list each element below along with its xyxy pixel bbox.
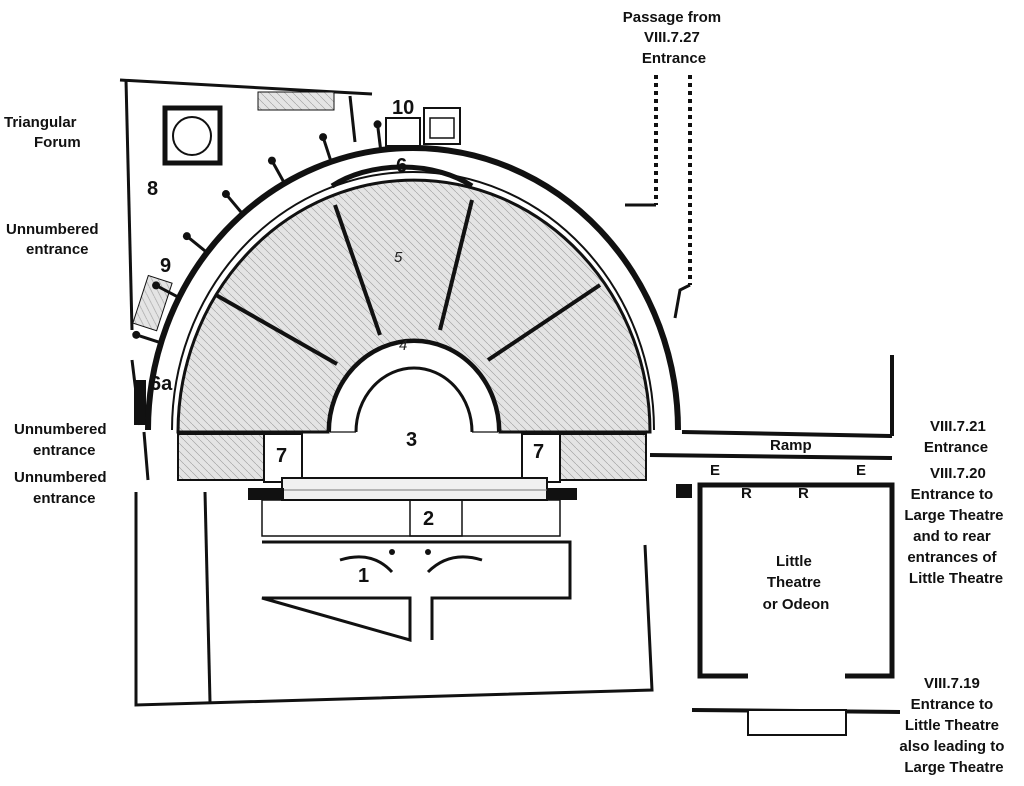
buttress-4 — [270, 159, 286, 185]
number-9: 9 — [160, 255, 171, 277]
buttress-2 — [185, 235, 209, 254]
label-e-left: E — [710, 462, 720, 479]
number-5: 5 — [394, 249, 403, 266]
number-8: 8 — [147, 178, 158, 200]
label-unnumbered-entrance-2: Unnumbered entrance — [14, 421, 111, 459]
buttress-head-6 — [373, 120, 382, 129]
number-7-right: 7 — [533, 441, 544, 463]
passage-dotted — [625, 75, 692, 319]
buttress-head-1 — [152, 281, 161, 290]
buttress-5 — [321, 136, 333, 163]
number-7-left: 7 — [276, 445, 287, 467]
stage-building — [248, 477, 577, 642]
label-r-left: R — [741, 485, 752, 502]
number-6a: 6a — [150, 373, 173, 395]
buttress-head-0 — [132, 330, 141, 339]
buttress-head-4 — [267, 156, 276, 165]
lower-seating — [177, 433, 647, 483]
buttress-head-5 — [319, 133, 328, 142]
structures-10 — [348, 95, 461, 147]
label-viii-7-21: VIII.7.21 Entrance — [924, 418, 990, 456]
label-e-right: E — [856, 462, 866, 479]
label-viii-7-19: VIII.7.19 Entrance to Little Theatre als… — [899, 675, 1008, 776]
label-unnumbered-entrance-3: Unnumbered entrance — [14, 469, 111, 507]
number-4: 4 — [399, 337, 407, 354]
number-10: 10 — [392, 97, 414, 119]
number-3: 3 — [406, 429, 417, 451]
label-unnumbered-entrance-1: Unnumbered entrance — [6, 221, 103, 258]
wall-6a — [134, 380, 146, 425]
buttress-head-2 — [182, 232, 191, 241]
label-passage: Passage from VIII.7.27 Entrance — [623, 9, 726, 67]
cavea-seating — [176, 164, 652, 434]
buttress-1 — [155, 284, 180, 299]
label-triangular-forum: Triangular Forum — [4, 114, 81, 151]
little-theatre — [691, 482, 901, 736]
number-2: 2 — [423, 508, 434, 530]
buttress-3 — [224, 193, 244, 215]
label-ramp: Ramp — [770, 437, 812, 454]
buttresses — [132, 120, 383, 345]
label-viii-7-20: VIII.7.20 Entrance to Large Theatre and … — [904, 465, 1007, 587]
label-r-right: R — [798, 485, 809, 502]
buttress-0 — [135, 333, 162, 345]
number-1: 1 — [358, 565, 369, 587]
label-little-theatre: Little Theatre or Odeon — [763, 553, 830, 613]
buttress-head-3 — [221, 190, 230, 199]
outer-building — [134, 431, 654, 707]
forum-basin — [162, 105, 223, 166]
number-6: 6 — [396, 155, 407, 177]
ramp-streets — [649, 355, 894, 498]
buttress-6 — [376, 124, 383, 151]
